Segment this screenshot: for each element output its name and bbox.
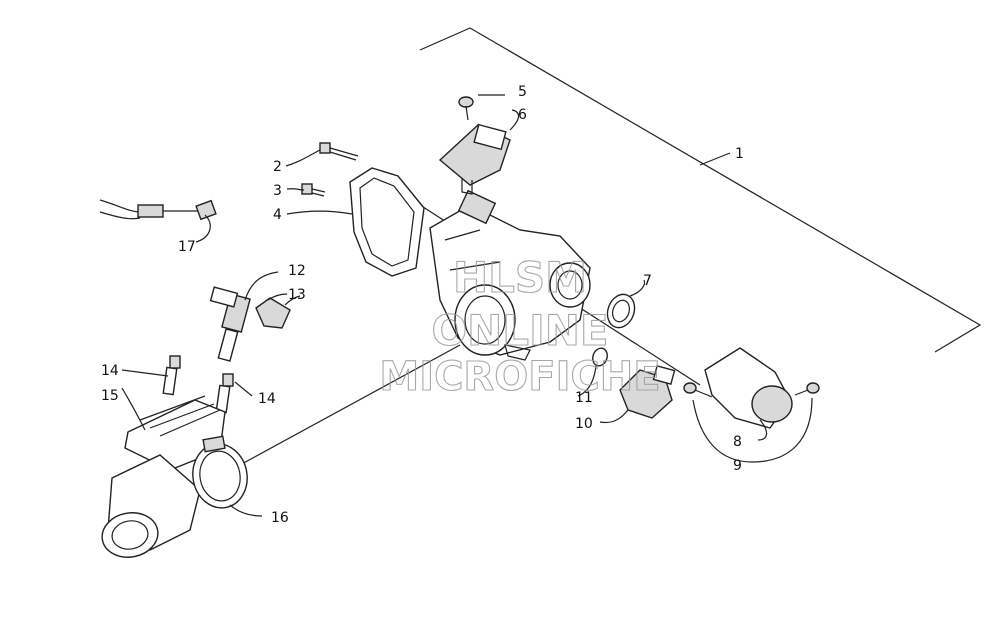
callout-10: 10 bbox=[575, 416, 593, 432]
sensor-10 bbox=[599, 365, 676, 424]
callout-4: 4 bbox=[273, 207, 282, 223]
callout-6: 6 bbox=[518, 107, 527, 123]
callout-5: 5 bbox=[518, 84, 527, 100]
callout-12: 12 bbox=[288, 263, 306, 279]
callout-1: 1 bbox=[735, 146, 744, 162]
callouts: 1 2 3 4 5 6 7 8 9 10 11 12 13 14 14 15 1… bbox=[101, 84, 744, 526]
callout-14b: 14 bbox=[258, 391, 276, 407]
watermark: HLSM ONLINE MICROFICHE bbox=[379, 252, 661, 400]
watermark-line2: ONLINE bbox=[431, 306, 608, 355]
throttle-cable bbox=[99, 199, 217, 243]
callout-11: 11 bbox=[575, 390, 593, 406]
leader-lines bbox=[267, 149, 353, 301]
bolts-14 bbox=[121, 355, 253, 414]
callout-17: 17 bbox=[178, 239, 196, 255]
bolt-3 bbox=[301, 183, 326, 197]
watermark-line3: MICROFICHE bbox=[379, 354, 660, 400]
o-ring-7 bbox=[606, 279, 646, 329]
connector-13 bbox=[255, 295, 301, 329]
sensor-6 bbox=[438, 109, 520, 195]
iac-valve-8 bbox=[704, 347, 793, 441]
callout-15: 15 bbox=[101, 388, 119, 404]
callout-13: 13 bbox=[288, 287, 306, 303]
screws-9 bbox=[683, 382, 820, 463]
clamp-16 bbox=[192, 435, 263, 517]
assembly-bracket bbox=[419, 27, 982, 353]
cover-gasket bbox=[349, 167, 425, 277]
o-ring-11 bbox=[577, 347, 608, 397]
callout-2: 2 bbox=[273, 159, 282, 175]
callout-8: 8 bbox=[733, 434, 742, 450]
injector-12 bbox=[209, 271, 279, 362]
callout-9: 9 bbox=[733, 458, 742, 474]
watermark-line1: HLSM bbox=[453, 253, 587, 302]
screw-5 bbox=[458, 94, 505, 121]
throttle-body bbox=[429, 189, 591, 361]
callout-14a: 14 bbox=[101, 363, 119, 379]
callout-3: 3 bbox=[273, 183, 282, 199]
bolt-2 bbox=[319, 142, 359, 161]
callout-16: 16 bbox=[271, 510, 289, 526]
callout-7: 7 bbox=[643, 273, 652, 289]
